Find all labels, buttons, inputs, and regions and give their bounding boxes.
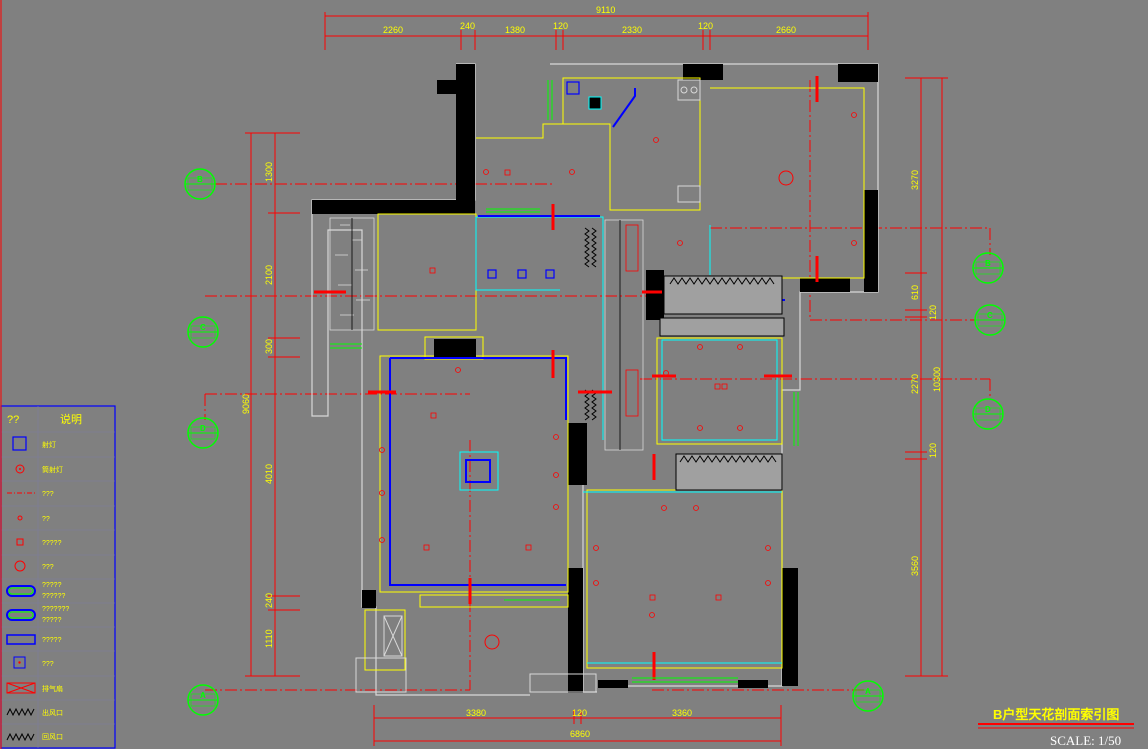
section-marker-label: A — [865, 687, 871, 696]
small-square-icon — [16, 538, 24, 546]
ceiling-outlines — [364, 77, 865, 671]
wardrobe-right-top — [659, 275, 785, 337]
drawing-scale: SCALE: 1/50 — [1050, 733, 1121, 748]
window-lines — [330, 80, 799, 683]
section-marker-left-c: C — [187, 316, 219, 348]
legend-item-text-line2: ????? — [42, 617, 62, 624]
section-marker-right-b: B — [972, 252, 1004, 284]
section-marker-label: C — [200, 323, 206, 332]
legend-item-text: 射灯 — [42, 440, 56, 449]
dim-left-total: 9060 — [241, 394, 251, 414]
section-marker-label: B — [985, 259, 991, 268]
dim-top-3: 120 — [553, 21, 568, 31]
dim-bottom-1: 120 — [572, 708, 587, 718]
section-marker-label: D — [200, 424, 206, 433]
section-marker-left-d: D — [187, 417, 219, 449]
section-marker-left-b: B — [184, 168, 216, 200]
dim-bottom-0: 3380 — [466, 708, 486, 718]
exhaust-fan-icon — [588, 96, 602, 110]
dim-left-2: 300 — [264, 339, 274, 354]
dim-bottom-2: 3360 — [672, 708, 692, 718]
kitchen-sink — [677, 79, 701, 203]
section-marker-label: D — [985, 405, 991, 414]
legend-item-text: ?? — [42, 516, 50, 523]
dot-square-icon — [13, 656, 26, 669]
legend-header-symbol: ?? — [7, 414, 19, 426]
section-cut-ticks — [314, 76, 819, 680]
section-marker-label: A — [200, 691, 206, 700]
red-dot-circle-icon — [15, 464, 25, 474]
wardrobe-center — [604, 219, 644, 451]
green-oval-icon — [6, 585, 36, 597]
top-dimension-chain — [324, 12, 869, 50]
red-circle-icon — [14, 560, 26, 572]
section-marker-bottom-a-left: A — [187, 684, 219, 716]
dim-right-5: 3560 — [910, 556, 920, 576]
legend-item-text-line2: ?????? — [42, 593, 65, 600]
dim-top-5: 120 — [698, 21, 713, 31]
dim-bottom-total: 6860 — [570, 729, 590, 739]
blue-square-icon — [12, 436, 27, 451]
section-marker-right-c: C — [974, 304, 1006, 336]
dim-right-1: 610 — [910, 285, 920, 300]
section-marker-label: C — [987, 311, 993, 320]
legend-item-text-line1: ????? — [42, 582, 62, 589]
legend-item-text: ??? — [42, 491, 54, 498]
legend-item-text: ????? — [42, 637, 62, 644]
dim-right-2: 120 — [928, 305, 938, 320]
dim-left-1: 2100 — [264, 265, 274, 285]
wardrobe-left — [329, 217, 375, 331]
crossed-rect-icon — [6, 682, 36, 694]
section-marker-bottom-a-right: A — [852, 680, 884, 712]
dim-left-0: 1300 — [264, 162, 274, 182]
fixture-red-circles — [484, 170, 794, 650]
balcony-door — [355, 615, 597, 693]
dim-left-4: 240 — [264, 593, 274, 608]
legend-panel: ?? 说明 射灯 筒射灯 ??? ?? ????? ??? ????? ????… — [0, 405, 116, 749]
legend-item-text: ????? — [42, 540, 62, 547]
dim-left-3: 4010 — [264, 464, 274, 484]
section-marker-label: B — [197, 175, 203, 184]
bottom-dimension-chain — [373, 705, 782, 746]
dim-top-4: 2330 — [622, 25, 642, 35]
legend-item-text: 回风口 — [42, 733, 63, 741]
fixture-blue-spots — [487, 81, 580, 279]
dim-top-total: 9110 — [596, 5, 615, 15]
title-block: B户型天花剖面索引图 SCALE: 1/50 — [978, 707, 1134, 748]
dim-top-1: 240 — [460, 21, 475, 31]
legend-item-text: 排气扇 — [42, 684, 63, 693]
dim-top-6: 2660 — [776, 25, 796, 35]
legend-item-text: ??? — [42, 564, 54, 571]
drawing-title: B户型天花剖面索引图 — [993, 707, 1119, 722]
zigzag-icon — [6, 707, 35, 717]
zigzag-return-icon — [6, 732, 35, 742]
legend-item-text: 出风口 — [42, 708, 63, 717]
dim-top-0: 2260 — [383, 25, 403, 35]
left-dimension-chain — [245, 132, 300, 677]
cyan-lines — [459, 216, 782, 664]
dim-top-2: 1380 — [505, 25, 525, 35]
fixture-small-squares — [423, 169, 728, 601]
right-dimension-chain — [905, 77, 948, 677]
supply-vent-zigzag — [584, 227, 777, 463]
dim-right-4: 120 — [928, 443, 938, 458]
dim-left-5: 1110 — [264, 629, 274, 648]
green-oval-blue-icon — [6, 609, 36, 621]
legend-item-text-line1: ??????? — [42, 606, 69, 613]
tv-wall-block — [434, 339, 476, 357]
legend-header-desc: 说明 — [60, 412, 82, 426]
dim-right-3: 2270 — [910, 374, 920, 394]
section-marker-right-d: D — [972, 398, 1004, 430]
section-lines — [204, 80, 991, 691]
blue-rect-icon — [6, 634, 36, 645]
walls — [312, 64, 878, 693]
small-dot-icon — [17, 515, 23, 521]
dim-right-0: 3270 — [910, 170, 920, 190]
legend-item-text: ??? — [42, 661, 54, 668]
legend-item-text: 筒射灯 — [42, 465, 63, 474]
fixture-small-dots — [379, 112, 857, 618]
